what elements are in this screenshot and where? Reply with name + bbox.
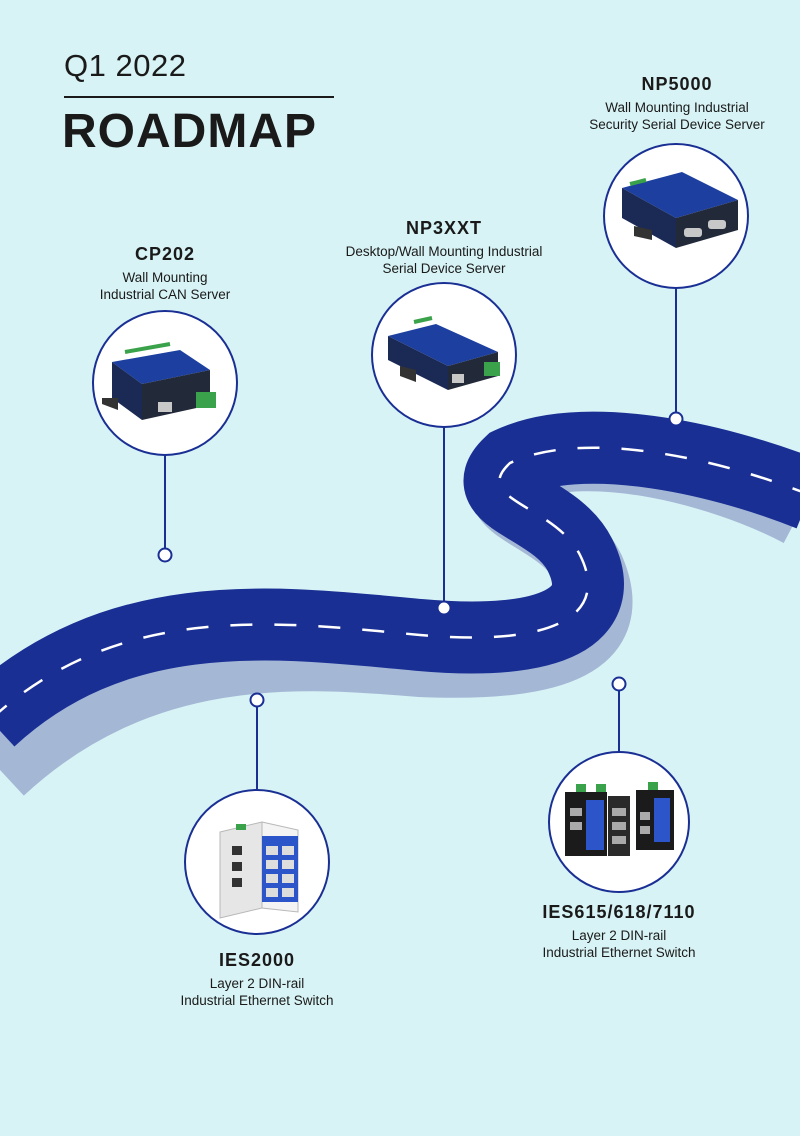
product-desc-line: Layer 2 DIN-rail [571,928,667,943]
product-desc-line: Industrial Ethernet Switch [542,945,696,960]
product-name: NP3XXT [405,218,483,238]
product-desc-line: Serial Device Server [382,261,506,276]
din-rail-switch-icon [219,821,299,919]
connector-ies615 [611,676,627,752]
product-desc-line: Industrial CAN Server [99,287,231,302]
product-desc-line: Wall Mounting [122,270,208,285]
heading-divider [64,96,334,98]
connector-np3xxt [436,425,452,616]
product-desc-line: Desktop/Wall Mounting Industrial [345,244,543,259]
product-label-np5000: NP5000 Wall Mounting Industrial Security… [564,74,790,133]
serial-server-device-icon [102,342,216,420]
product-desc-line: Industrial Ethernet Switch [180,993,334,1008]
road-lane-dashes [0,446,800,713]
product-name: CP202 [134,244,196,264]
product-label-ies615: IES615/618/7110 Layer 2 DIN-rail Industr… [504,902,734,961]
serial-server-device-icon [622,172,738,248]
product-desc-line: Security Serial Device Server [589,117,765,132]
product-circle-ies615 [548,751,690,893]
connector-ies2000 [249,692,265,792]
serial-server-device-icon [388,316,500,390]
din-rail-switch-icon [565,782,674,856]
product-name: NP5000 [641,74,713,94]
product-name: IES615/618/7110 [542,902,696,922]
product-name: IES2000 [218,950,296,970]
connector-np5000 [668,288,684,427]
product-desc-line: Wall Mounting Industrial [605,100,749,115]
product-label-np3xxt: NP3XXT Desktop/Wall Mounting Industrial … [310,218,578,277]
roadmap-title: ROADMAP [62,105,317,158]
product-label-ies2000: IES2000 Layer 2 DIN-rail Industrial Ethe… [142,950,372,1009]
product-circle-cp202 [92,310,238,456]
product-label-cp202: CP202 Wall Mounting Industrial CAN Serve… [60,244,270,303]
product-desc-line: Layer 2 DIN-rail [209,976,305,991]
product-circle-np3xxt [371,282,517,428]
product-circle-np5000 [603,143,749,289]
product-circle-ies2000 [184,789,330,935]
connector-cp202 [157,455,173,563]
roadmap-period: Q1 2022 [64,48,187,83]
